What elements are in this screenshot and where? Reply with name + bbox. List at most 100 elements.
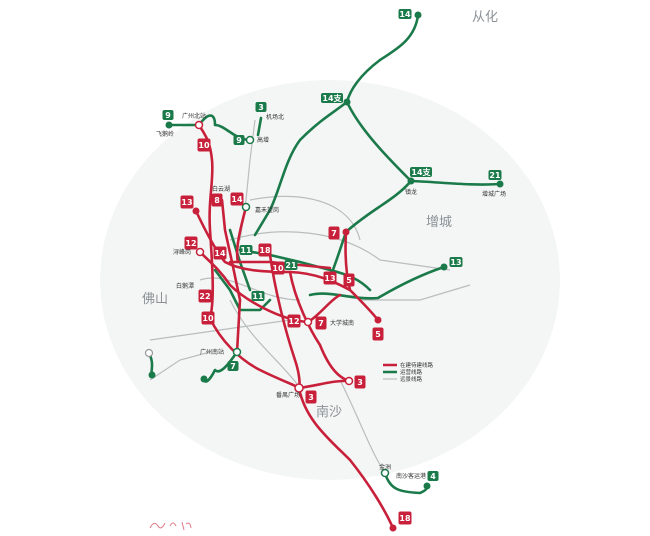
station-marker[interactable] bbox=[407, 177, 415, 185]
legend-label: 在建待建线路 bbox=[400, 361, 434, 369]
line-badge-12[interactable]: 12 bbox=[184, 236, 198, 250]
badge-background bbox=[315, 316, 327, 330]
interchange-marker[interactable] bbox=[195, 247, 205, 257]
interchange-marker[interactable] bbox=[380, 468, 390, 478]
station-label: 广州北站 bbox=[182, 112, 206, 120]
station-marker[interactable] bbox=[343, 98, 351, 106]
line-badge-14支[interactable]: 14支 bbox=[410, 167, 432, 177]
badge-label: 3 bbox=[308, 393, 314, 402]
interchange-marker[interactable] bbox=[144, 348, 154, 358]
station-label: 机场北 bbox=[266, 113, 284, 121]
line-badge-5[interactable]: 5 bbox=[372, 327, 384, 341]
interchange-marker[interactable] bbox=[294, 383, 304, 393]
badge-label: 7 bbox=[331, 229, 337, 238]
badge-background bbox=[284, 260, 298, 270]
station-label: 嘉禾望岗 bbox=[255, 206, 279, 214]
line-badge-14支[interactable]: 14支 bbox=[321, 93, 343, 103]
badge-background bbox=[321, 93, 343, 103]
badge-background bbox=[354, 375, 366, 389]
badge-label: 11 bbox=[240, 246, 252, 255]
badge-label: 11 bbox=[252, 292, 264, 301]
badge-label: 8 bbox=[214, 196, 220, 205]
badge-label: 21 bbox=[285, 261, 297, 270]
line-badge-10[interactable]: 10 bbox=[201, 311, 215, 325]
station-label: 白鹅潭 bbox=[176, 282, 194, 290]
line-badge-10[interactable]: 10 bbox=[197, 138, 211, 152]
interchange-marker[interactable] bbox=[303, 317, 313, 327]
station-marker[interactable] bbox=[423, 482, 431, 490]
badge-background bbox=[305, 390, 317, 404]
station-marker[interactable] bbox=[389, 524, 397, 532]
line-badge-3[interactable]: 3 bbox=[255, 102, 267, 112]
badge-background bbox=[184, 236, 198, 250]
line-badge-14[interactable]: 14 bbox=[398, 9, 412, 19]
interchange-marker[interactable] bbox=[241, 202, 251, 212]
station-marker[interactable] bbox=[148, 371, 156, 379]
district-conghua: 从化 bbox=[472, 10, 498, 25]
badge-label: 10 bbox=[272, 264, 284, 273]
line-badge-10[interactable]: 10 bbox=[271, 261, 285, 275]
station-marker[interactable] bbox=[440, 263, 448, 271]
station-marker[interactable] bbox=[342, 228, 350, 236]
line-badge-12[interactable]: 12 bbox=[287, 314, 301, 328]
interchange-marker[interactable] bbox=[344, 376, 354, 386]
badge-background bbox=[410, 167, 432, 177]
line-badge-3[interactable]: 3 bbox=[354, 375, 366, 389]
line-badge-21[interactable]: 21 bbox=[488, 170, 502, 180]
badge-background bbox=[251, 291, 265, 301]
line-badge-9[interactable]: 9 bbox=[162, 110, 174, 120]
logo-mark bbox=[149, 521, 192, 531]
line-badge-9[interactable]: 9 bbox=[233, 135, 245, 145]
line-badge-11[interactable]: 11 bbox=[239, 245, 253, 255]
station-marker[interactable] bbox=[496, 180, 504, 188]
interchange-marker[interactable] bbox=[232, 347, 242, 357]
badge-label: 4 bbox=[430, 472, 436, 481]
badge-background bbox=[372, 327, 384, 341]
badge-background bbox=[197, 138, 211, 152]
line-badge-7[interactable]: 7 bbox=[315, 316, 327, 330]
badge-background bbox=[233, 135, 245, 145]
badge-label: 14 bbox=[214, 249, 226, 258]
line-badge-13[interactable]: 13 bbox=[449, 257, 463, 267]
station-label: 增城广场 bbox=[482, 190, 506, 198]
station-label: 广州南站 bbox=[200, 348, 224, 356]
badge-label: 10 bbox=[198, 141, 210, 150]
badge-background bbox=[271, 261, 285, 275]
badge-label: 14支 bbox=[411, 167, 431, 177]
line-badge-3[interactable]: 3 bbox=[305, 390, 317, 404]
badge-background bbox=[201, 311, 215, 325]
badge-label: 9 bbox=[165, 111, 171, 120]
line-badge-13[interactable]: 13 bbox=[323, 271, 337, 285]
station-marker[interactable] bbox=[200, 375, 208, 383]
badge-background bbox=[427, 471, 439, 481]
line-badge-7[interactable]: 7 bbox=[328, 226, 340, 240]
legend-label: 运营线路 bbox=[400, 368, 423, 376]
line-badge-14[interactable]: 14 bbox=[230, 192, 244, 206]
line-badge-21[interactable]: 21 bbox=[284, 260, 298, 270]
line-badge-7[interactable]: 7 bbox=[227, 361, 239, 371]
badge-background bbox=[398, 9, 412, 19]
line-badge-18[interactable]: 18 bbox=[258, 243, 272, 257]
station-label: 高增 bbox=[257, 136, 269, 144]
badge-label: 9 bbox=[236, 136, 242, 145]
line-badge-13[interactable]: 13 bbox=[180, 195, 194, 209]
interchange-marker[interactable] bbox=[245, 135, 255, 145]
district-zengcheng: 增城 bbox=[426, 215, 452, 230]
line-badge-22[interactable]: 22 bbox=[198, 289, 212, 303]
badge-background bbox=[227, 361, 239, 371]
line-badge-11[interactable]: 11 bbox=[251, 291, 265, 301]
badge-label: 18 bbox=[259, 246, 271, 255]
badge-label: 22 bbox=[199, 292, 210, 301]
station-marker[interactable] bbox=[414, 11, 422, 19]
station-marker[interactable] bbox=[192, 207, 200, 215]
line-badge-14[interactable]: 14 bbox=[213, 246, 227, 260]
badge-background bbox=[213, 246, 227, 260]
line-badge-5[interactable]: 5 bbox=[343, 273, 355, 287]
station-marker[interactable] bbox=[165, 121, 173, 129]
interchange-marker[interactable] bbox=[194, 120, 204, 130]
line-badge-18[interactable]: 18 bbox=[398, 511, 412, 525]
line-badge-8[interactable]: 8 bbox=[211, 193, 223, 207]
line-badge-4[interactable]: 4 bbox=[427, 471, 439, 481]
station-marker[interactable] bbox=[374, 316, 382, 324]
